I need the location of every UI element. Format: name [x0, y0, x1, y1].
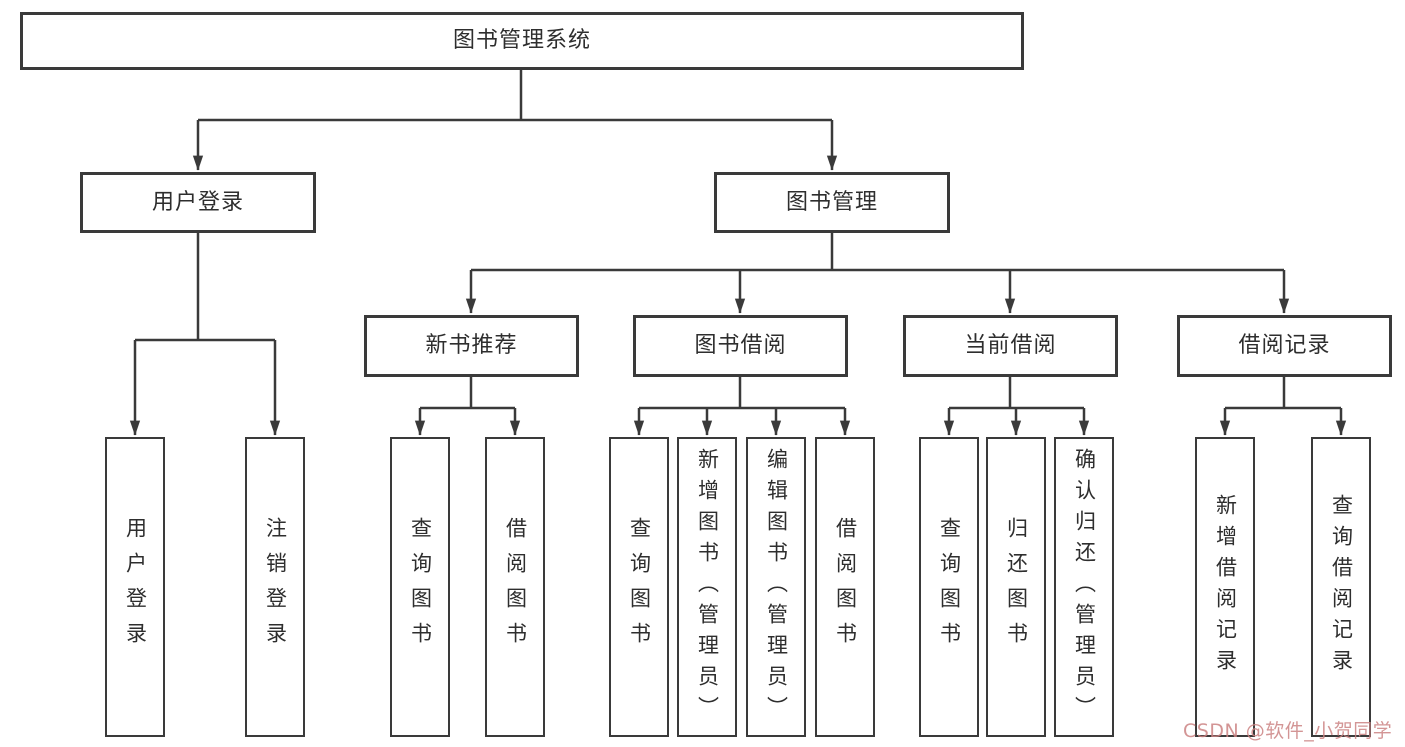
leaf-query-books-recommend: 查询图书 — [390, 437, 450, 737]
leaf-add-books-admin: 新增图书（管理员） — [677, 437, 737, 737]
leaf-borrow-books: 借阅图书 — [815, 437, 875, 737]
node-user-login: 用户登录 — [80, 172, 316, 233]
leaf-query-books-current: 查询图书 — [919, 437, 979, 737]
watermark: CSDN @软件_小贺同学 — [1183, 720, 1393, 742]
leaf-user-login: 用户登录 — [105, 437, 165, 737]
leaf-edit-books-admin: 编辑图书（管理员） — [746, 437, 806, 737]
leaf-confirm-return-admin: 确认归还（管理员） — [1054, 437, 1114, 737]
leaf-logout: 注销登录 — [245, 437, 305, 737]
leaf-return-books: 归还图书 — [986, 437, 1046, 737]
node-library-management-system: 图书管理系统 — [20, 12, 1024, 70]
node-book-borrow: 图书借阅 — [633, 315, 848, 377]
node-new-book-recommend: 新书推荐 — [364, 315, 579, 377]
node-book-management: 图书管理 — [714, 172, 950, 233]
leaf-borrow-books-recommend: 借阅图书 — [485, 437, 545, 737]
node-current-borrow: 当前借阅 — [903, 315, 1118, 377]
leaf-query-borrow-record: 查询借阅记录 — [1311, 437, 1371, 737]
node-borrow-records: 借阅记录 — [1177, 315, 1392, 377]
leaf-query-books-borrow: 查询图书 — [609, 437, 669, 737]
leaf-add-borrow-record: 新增借阅记录 — [1195, 437, 1255, 737]
